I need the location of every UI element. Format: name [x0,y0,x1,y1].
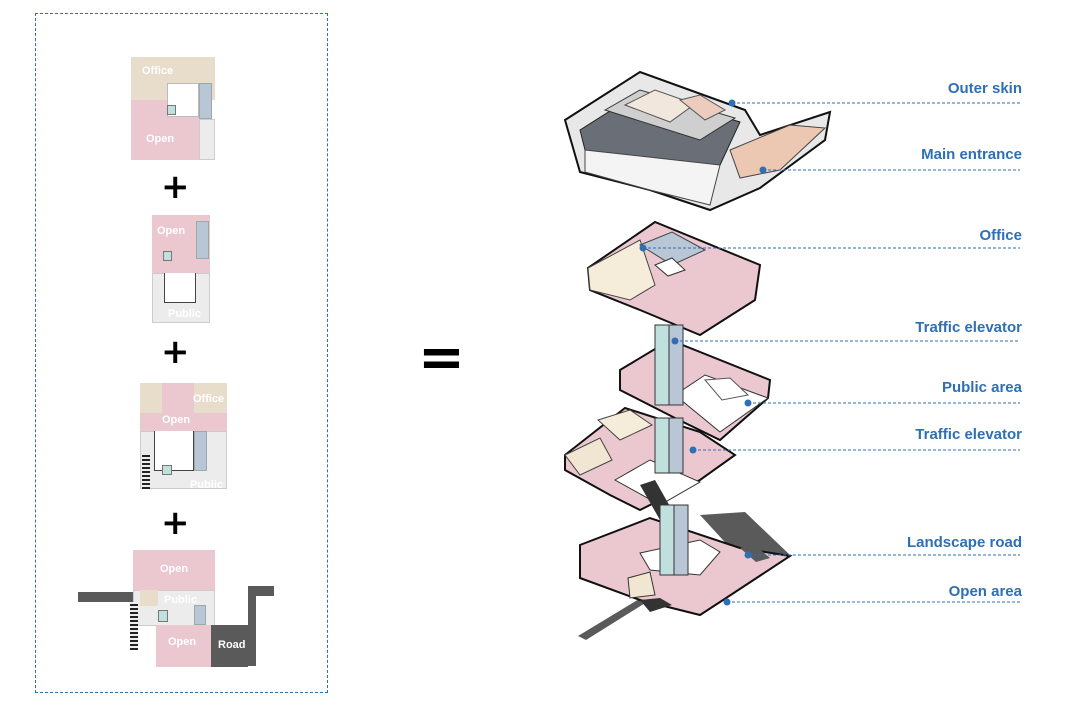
plus-sign: + [161,503,190,543]
open-label: Open [160,563,189,575]
office-zone [140,383,162,413]
elevator-core [196,221,209,259]
atrium-void [164,273,196,303]
open-label: Open [168,636,197,648]
callout-public-area: Public area [941,379,1022,396]
plus-sign: + [161,332,190,372]
landscape-road [256,586,274,596]
equals-sign: = [418,325,465,390]
stair-core [162,465,172,475]
elevator-core [194,431,207,471]
elevator-core [199,83,212,119]
callout-traffic-elevator: Traffic elevator [915,426,1022,443]
open-zone [133,550,215,590]
office-zone [194,383,227,413]
callout-office: Office [979,227,1022,244]
public-strip [199,119,215,160]
floor-plan-level-3: Open Public [152,215,210,323]
level-2-slab [564,406,737,520]
elevator-core [194,605,206,625]
public-label: Public [168,308,202,320]
floor-plan-ground: Open Public Open Road [78,550,278,668]
callout-outer-skin: Outer skin [947,80,1022,97]
public-label: Public [190,479,224,491]
stair-core [167,105,176,115]
stair-core [163,251,172,261]
landscape-road [78,592,140,602]
landscape-road [248,586,256,666]
atrium-void [154,431,194,471]
open-label: Open [157,225,186,237]
level-4-slab [586,220,762,337]
plan-legend-panel [35,13,328,693]
plus-sign: + [161,167,190,207]
road-zone [211,625,248,667]
elevator-core-columns [654,324,689,576]
outer-skin-building [563,70,832,212]
callout-traffic-elevator: Traffic elevator [915,319,1022,336]
office-label: Office [193,393,225,405]
floor-plan-level-2: Office Open Public [140,383,227,491]
floor-plan-level-4: Office Open [131,57,215,160]
public-label: Public [164,594,198,606]
stair-hatch [142,455,150,489]
office-zone [140,590,158,606]
callout-main-entrance: Main entrance [921,146,1022,163]
callout-dots [639,99,767,606]
stair-core [158,610,168,622]
open-zone [156,625,211,667]
stair-hatch [130,602,138,650]
office-label: Office [142,65,174,77]
callout-open-area: Open area [948,583,1022,600]
callout-landscape-road: Landscape road [906,534,1022,551]
open-label: Open [162,414,191,426]
road-label: Road [218,639,246,651]
callout-leaders [643,102,1020,603]
open-label: Open [146,133,175,145]
